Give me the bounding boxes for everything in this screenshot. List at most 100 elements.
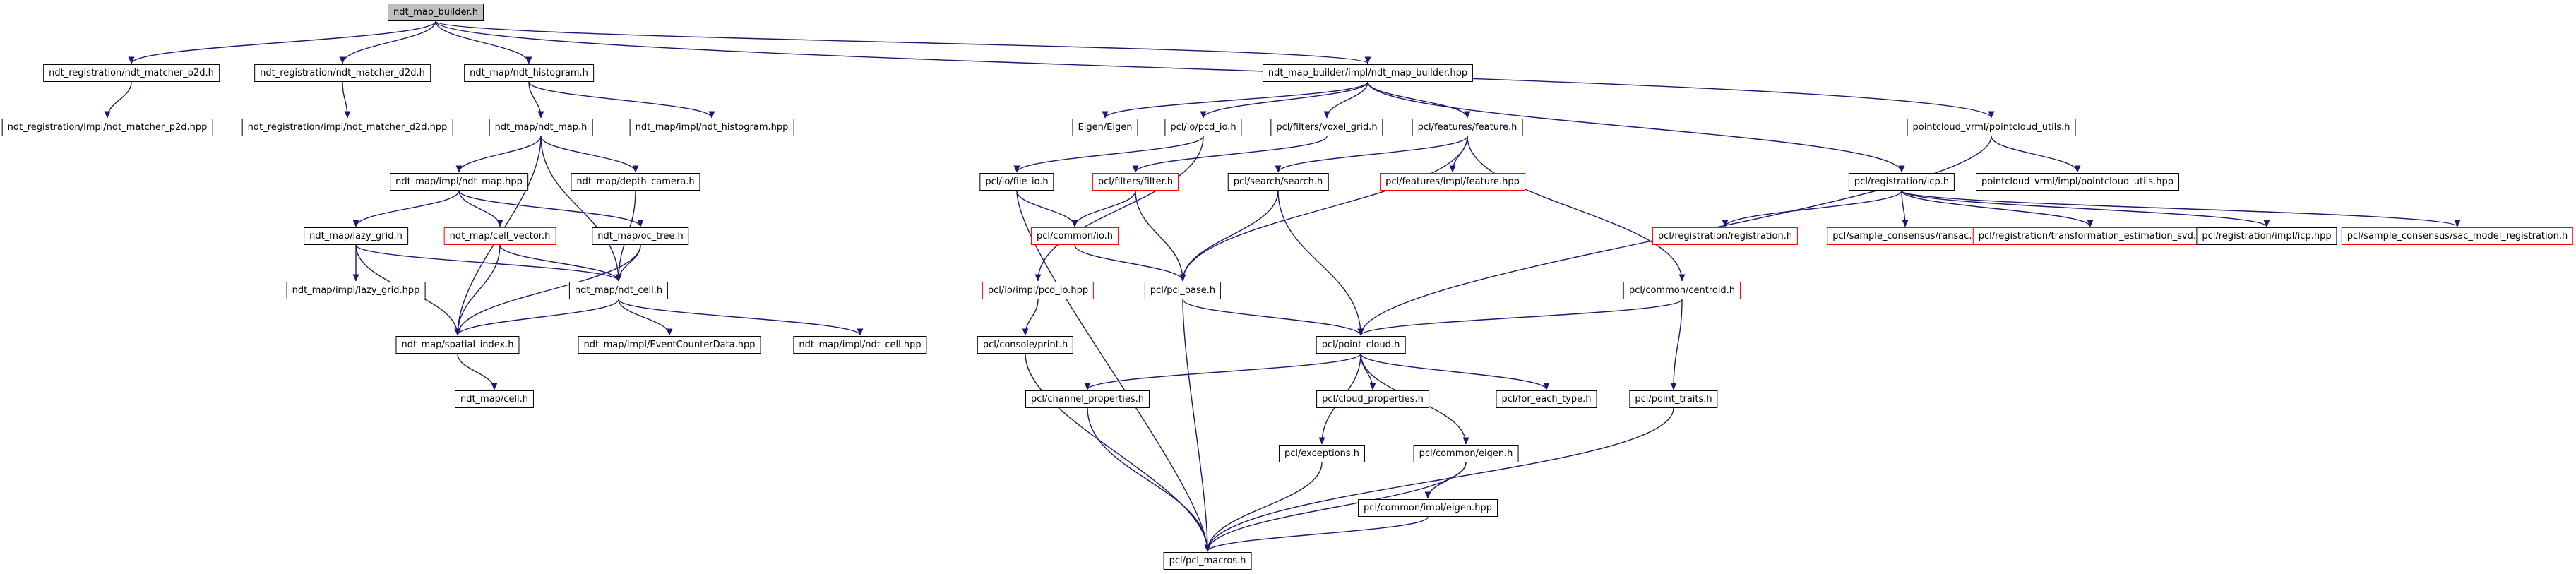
- include-edge-common_io-to-pcl_base: [1074, 244, 1186, 282]
- graph-node-point_traits[interactable]: pcl/point_traits.h: [1629, 390, 1718, 408]
- graph-node-matcher_d2d[interactable]: ndt_registration/ndt_matcher_d2d.h: [254, 64, 431, 82]
- include-edge-root-to-ndt_histogram: [435, 20, 532, 64]
- include-edge-common_eigen-to-eigen_hpp: [1424, 462, 1467, 499]
- graph-node-registration[interactable]: pcl/registration/registration.h: [1652, 227, 1799, 245]
- include-edge-ndt_map-to-ndt_cell: [540, 136, 622, 282]
- graph-node-common_io[interactable]: pcl/common/io.h: [1030, 227, 1119, 245]
- graph-node-eigen_hpp[interactable]: pcl/common/impl/eigen.hpp: [1358, 499, 1498, 517]
- include-edge-feature-to-search: [1275, 136, 1468, 173]
- include-edge-pcd_io-to-pcd_io_hpp: [1034, 136, 1204, 282]
- include-edge-builder_hpp-to-voxel_grid: [1323, 81, 1368, 119]
- include-edge-voxel_grid-to-filter: [1132, 136, 1328, 173]
- include-edge-matcher_p2d-to-matcher_p2d_hpp: [104, 81, 132, 119]
- graph-node-print[interactable]: pcl/console/print.h: [977, 336, 1074, 354]
- include-edge-point_traits-to-pcl_macros: [1204, 407, 1674, 552]
- graph-node-common_eigen[interactable]: pcl/common/eigen.h: [1413, 445, 1519, 462]
- graph-node-ndt_map_hpp[interactable]: ndt_map/impl/ndt_map.hpp: [390, 173, 528, 191]
- graph-node-icp_hpp[interactable]: pcl/registration/impl/icp.hpp: [2196, 227, 2337, 245]
- include-edge-icp-to-trans_svd: [1901, 190, 2094, 227]
- include-edge-cell_vector-to-ndt_cell: [499, 244, 622, 282]
- include-edge-file_io-to-common_io: [1016, 190, 1078, 227]
- graph-node-for_each_type[interactable]: pcl/for_each_type.h: [1496, 390, 1597, 408]
- include-edge-ndt_map-to-depth_camera: [540, 136, 639, 173]
- include-edge-pcl_base-to-pcl_macros: [1182, 299, 1211, 552]
- graph-node-ransac[interactable]: pcl/sample_consensus/ransac.h: [1827, 227, 1984, 245]
- graph-node-ndt_histogram_hpp[interactable]: ndt_map/impl/ndt_histogram.hpp: [629, 119, 794, 136]
- include-edge-builder_hpp-to-pcd_io: [1200, 81, 1368, 119]
- include-edge-feature-to-centroid: [1467, 136, 1686, 282]
- include-edge-ndt_map_hpp-to-cell_vector: [458, 190, 503, 227]
- include-edge-search-to-pcl_base: [1179, 190, 1279, 282]
- edge-group: [104, 20, 2461, 552]
- include-edge-ndt_histogram-to-ndt_histogram_hpp: [528, 81, 715, 119]
- graph-node-cell_vector[interactable]: ndt_map/cell_vector.h: [443, 227, 556, 245]
- graph-node-centroid[interactable]: pcl/common/centroid.h: [1623, 282, 1741, 299]
- include-edge-feature-to-pcl_base: [1179, 136, 1468, 282]
- graph-node-pc_utils_hpp[interactable]: pointcloud_vrml/impl/pointcloud_utils.hp…: [1976, 173, 2179, 191]
- graph-node-file_io[interactable]: pcl/io/file_io.h: [979, 173, 1054, 191]
- include-edge-ndt_histogram-to-ndt_map: [528, 81, 544, 119]
- include-edge-exceptions-to-pcl_macros: [1204, 462, 1323, 552]
- graph-node-channel_props[interactable]: pcl/channel_properties.h: [1025, 390, 1150, 408]
- include-edge-channel_props-to-pcl_macros: [1087, 407, 1211, 552]
- graph-node-builder_hpp[interactable]: ndt_map_builder/impl/ndt_map_builder.hpp: [1262, 64, 1474, 82]
- graph-node-matcher_p2d_hpp[interactable]: ndt_registration/impl/ndt_matcher_p2d.hp…: [1, 119, 213, 136]
- graph-node-ndt_histogram[interactable]: ndt_map/ndt_histogram.h: [464, 64, 594, 82]
- graph-node-pcd_io[interactable]: pcl/io/pcd_io.h: [1164, 119, 1242, 136]
- include-edge-ndt_cell-to-ndt_cell_hpp: [618, 299, 864, 336]
- graph-node-point_cloud[interactable]: pcl/point_cloud.h: [1316, 336, 1406, 354]
- graph-node-filter[interactable]: pcl/filters/filter.h: [1092, 173, 1179, 191]
- include-edge-root-to-builder_hpp: [435, 20, 1371, 64]
- graph-node-pc_utils[interactable]: pointcloud_vrml/pointcloud_utils.h: [1907, 119, 2076, 136]
- include-edge-pcl_base-to-point_cloud: [1182, 299, 1364, 336]
- include-edge-pcd_io_hpp-to-print: [1022, 299, 1039, 336]
- include-edge-point_cloud-to-cloud_props: [1360, 353, 1376, 390]
- include-edge-feature-to-feature_hpp: [1449, 136, 1468, 173]
- graph-node-spatial_index[interactable]: ndt_map/spatial_index.h: [395, 336, 520, 354]
- graph-node-icp[interactable]: pcl/registration/icp.h: [1848, 173, 1955, 191]
- graph-node-cloud_props[interactable]: pcl/cloud_properties.h: [1316, 390, 1429, 408]
- graph-node-cell[interactable]: ndt_map/cell.h: [454, 390, 535, 408]
- include-edge-filter-to-common_io: [1071, 190, 1136, 227]
- include-edge-ndt_map-to-ndt_map_hpp: [455, 136, 542, 173]
- graph-node-root: ndt_map_builder.h: [388, 4, 484, 21]
- graph-node-eigen[interactable]: Eigen/Eigen: [1072, 119, 1138, 136]
- include-edge-builder_hpp-to-feature: [1367, 81, 1471, 119]
- graph-node-ndt_cell[interactable]: ndt_map/ndt_cell.h: [568, 282, 669, 299]
- graph-node-feature[interactable]: pcl/features/feature.h: [1412, 119, 1523, 136]
- graph-node-exceptions[interactable]: pcl/exceptions.h: [1278, 445, 1366, 462]
- graph-node-sac_model[interactable]: pcl/sample_consensus/sac_model_registrat…: [2341, 227, 2574, 245]
- include-edge-pc_utils-to-pc_utils_hpp: [1991, 136, 2081, 173]
- graph-node-pcd_io_hpp[interactable]: pcl/io/impl/pcd_io.hpp: [982, 282, 1095, 299]
- graph-node-feature_hpp[interactable]: pcl/features/impl/feature.hpp: [1380, 173, 1525, 191]
- include-edge-spatial_index-to-cell: [457, 353, 498, 390]
- graph-node-lazy_grid[interactable]: ndt_map/lazy_grid.h: [304, 227, 408, 245]
- include-edge-root-to-pc_utils: [435, 20, 1995, 119]
- graph-node-pcl_base[interactable]: pcl/pcl_base.h: [1144, 282, 1222, 299]
- include-edge-icp-to-ransac: [1901, 190, 1909, 227]
- include-edge-centroid-to-point_cloud: [1357, 299, 1683, 336]
- graph-node-lazy_grid_hpp[interactable]: ndt_map/impl/lazy_grid.hpp: [286, 282, 426, 299]
- include-edge-filter-to-pcl_base: [1135, 190, 1186, 282]
- include-edge-ndt_cell-to-spatial_index: [454, 299, 619, 336]
- include-edge-search-to-point_cloud: [1277, 190, 1364, 336]
- graph-node-ndt_map[interactable]: ndt_map/ndt_map.h: [489, 119, 593, 136]
- include-edge-pcd_io-to-file_io: [1013, 136, 1204, 173]
- include-edge-centroid-to-point_traits: [1670, 299, 1683, 390]
- graph-node-voxel_grid[interactable]: pcl/filters/voxel_grid.h: [1270, 119, 1383, 136]
- graph-node-matcher_p2d[interactable]: ndt_registration/ndt_matcher_p2d.h: [43, 64, 220, 82]
- graph-node-oc_tree[interactable]: ndt_map/oc_tree.h: [592, 227, 689, 245]
- graph-node-matcher_d2d_hpp[interactable]: ndt_registration/impl/ndt_matcher_d2d.hp…: [242, 119, 453, 136]
- include-edge-point_cloud-to-for_each_type: [1360, 353, 1550, 390]
- graph-node-event_counter[interactable]: ndt_map/impl/EventCounterData.hpp: [578, 336, 761, 354]
- include-edge-icp-to-icp_hpp: [1901, 190, 2270, 227]
- graph-node-depth_camera[interactable]: ndt_map/depth_camera.h: [571, 173, 700, 191]
- include-edge-cell_vector-to-spatial_index: [454, 244, 501, 336]
- include-edge-ndt_map_hpp-to-lazy_grid: [352, 190, 460, 227]
- graph-node-ndt_cell_hpp[interactable]: ndt_map/impl/ndt_cell.hpp: [793, 336, 927, 354]
- graph-node-pcl_macros[interactable]: pcl/pcl_macros.h: [1163, 552, 1252, 570]
- graph-node-search[interactable]: pcl/search/search.h: [1227, 173, 1329, 191]
- graph-node-trans_svd[interactable]: pcl/registration/transformation_estimati…: [1972, 227, 2208, 245]
- include-edge-eigen_hpp-to-pcl_macros: [1204, 516, 1429, 552]
